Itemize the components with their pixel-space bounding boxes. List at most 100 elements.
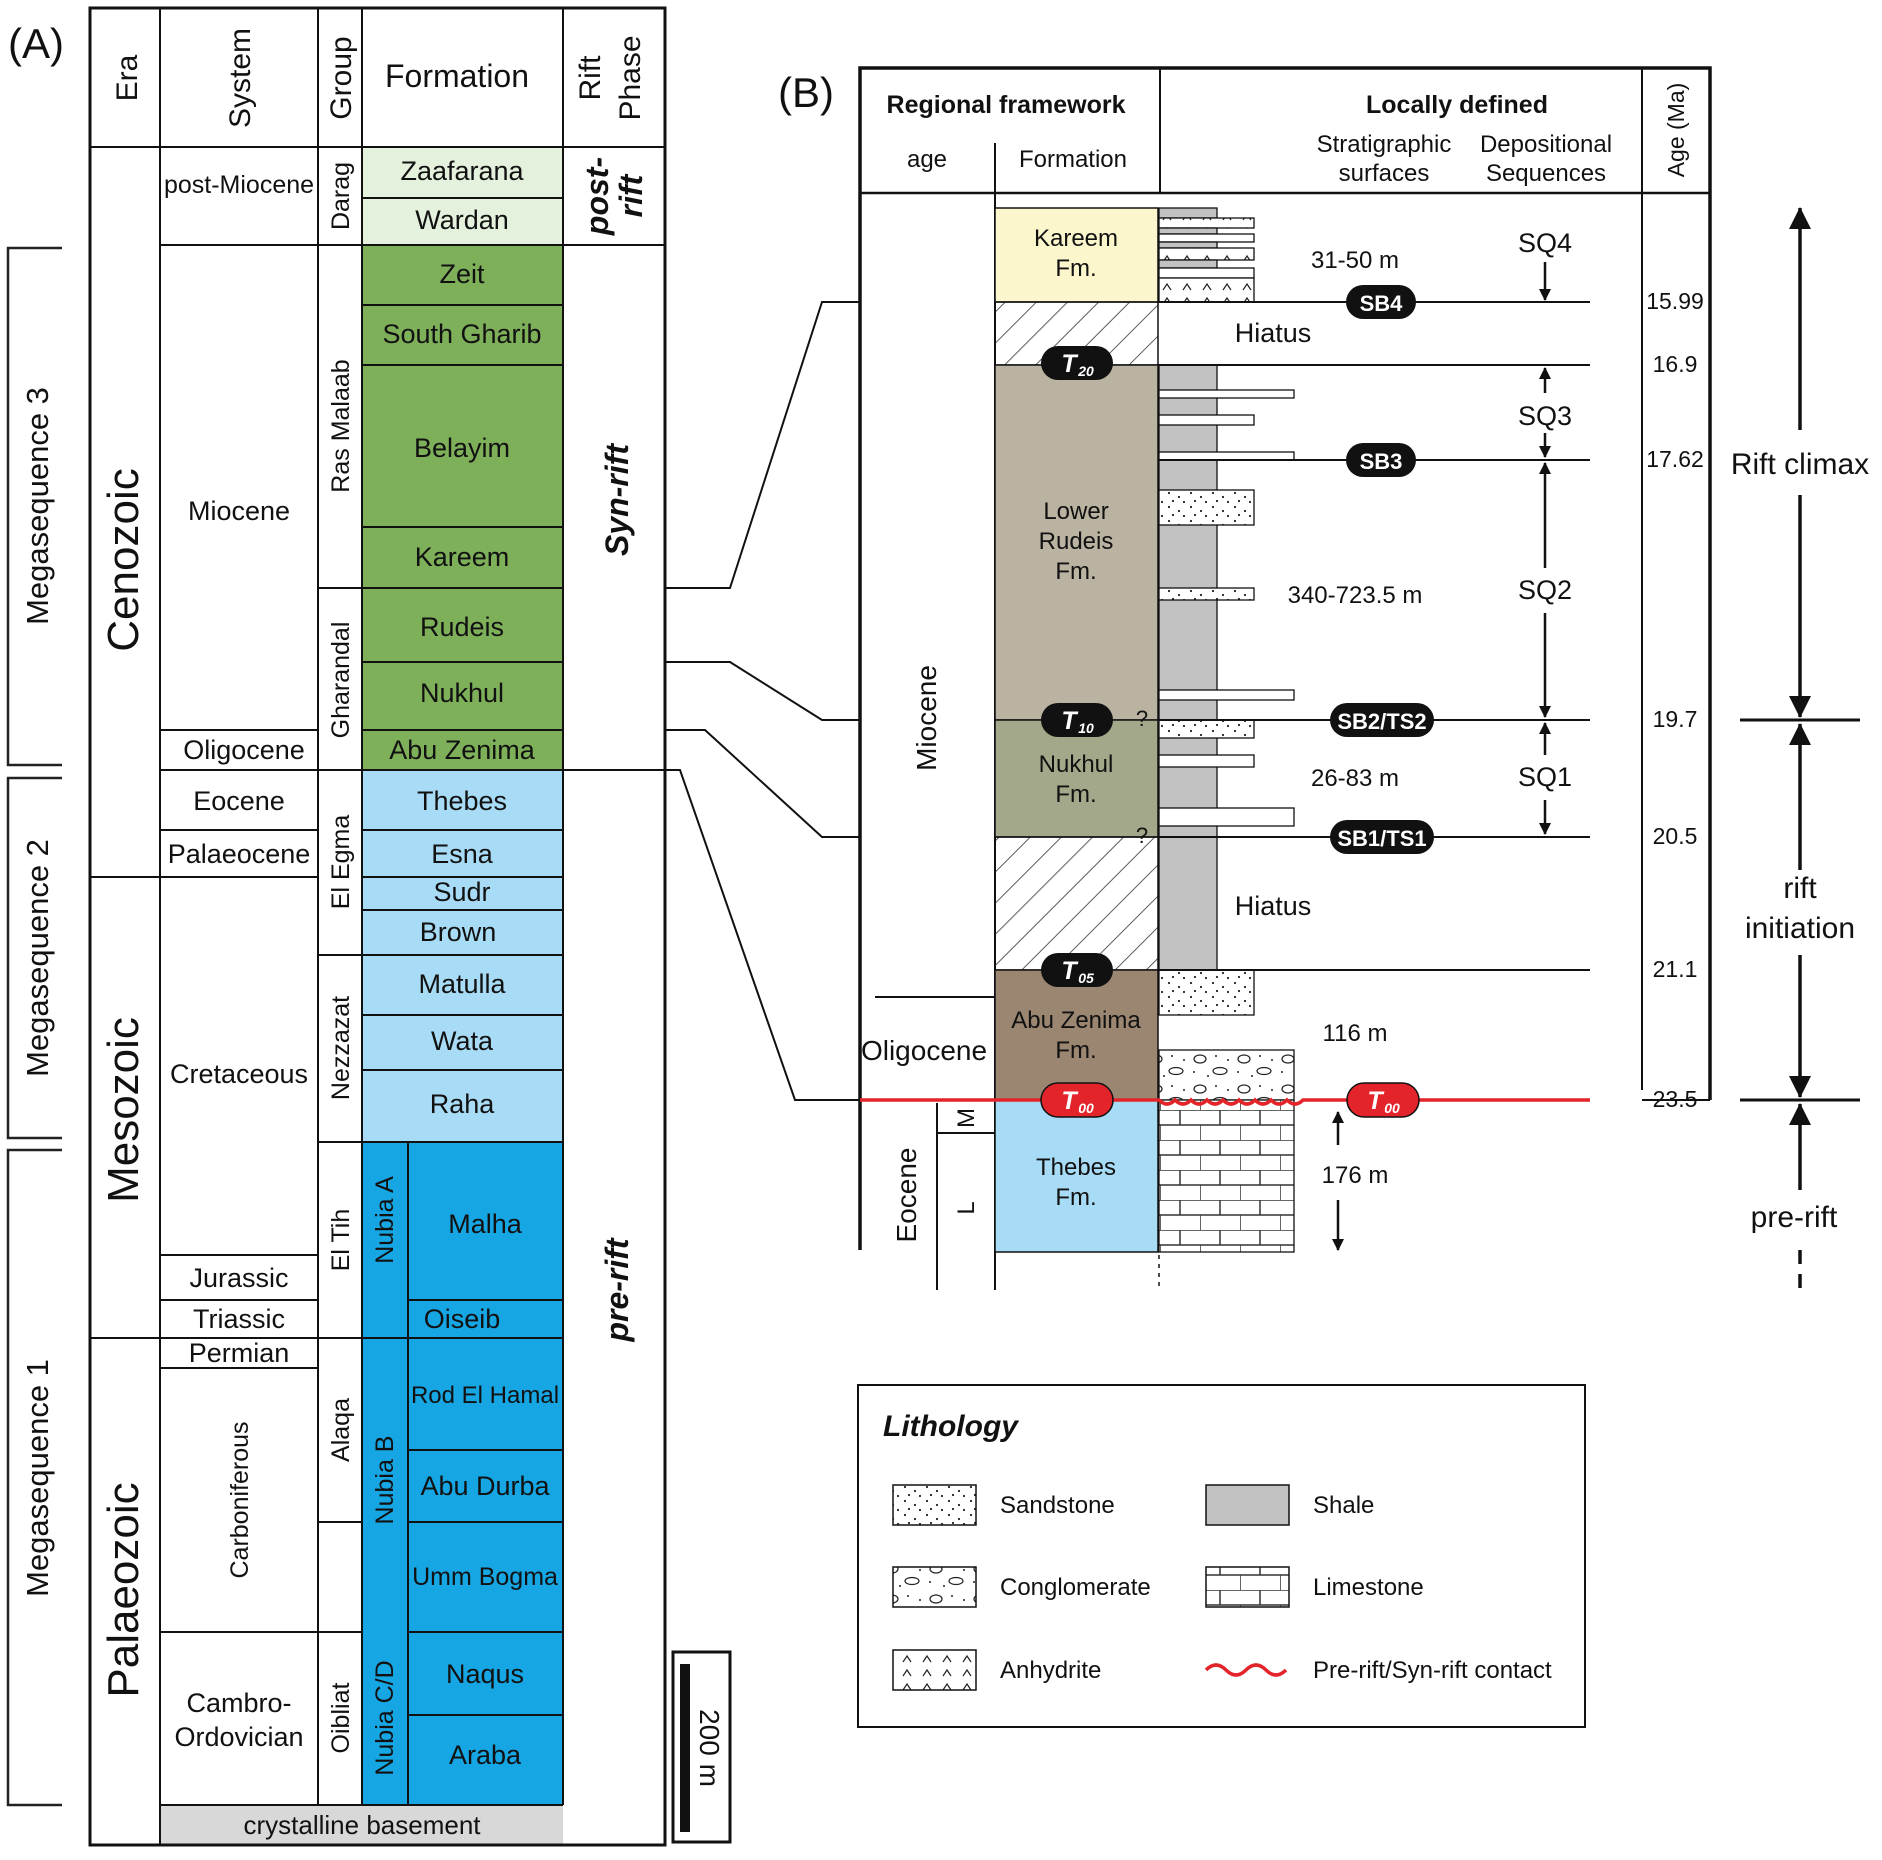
subgroup-nubia-a: Nubia A [371, 1176, 399, 1264]
system-cambro: Cambro- [186, 1688, 291, 1718]
header-group: Group [325, 36, 358, 119]
depositional-sequences: SQ4 SQ3 SQ2 SQ1 [1518, 228, 1572, 792]
crystalline-basement: crystalline basement [244, 1810, 482, 1840]
epochs: Miocene Oligocene Eocene M L [861, 665, 987, 1242]
formation-kareem: Kareem [415, 542, 510, 572]
phase-pre-rift: pre-rift [1751, 1201, 1838, 1234]
system-oligocene: Oligocene [183, 735, 305, 765]
formation-wardan: Wardan [415, 205, 509, 235]
formation-nukhul: Nukhul [420, 678, 504, 708]
rift-phase-post: post- [579, 157, 615, 236]
panel-b-headers: Regional framework age Formation Locally… [887, 83, 1689, 187]
system-eocene: Eocene [193, 786, 285, 816]
group-darag: Darag [327, 162, 355, 230]
column-table-grid [88, 6, 667, 1847]
pre-syn-rift-contact [860, 1097, 1590, 1106]
system-palaeocene: Palaeocene [168, 839, 311, 869]
system-triassic: Triassic [193, 1304, 285, 1334]
surface-lines [1158, 301, 1860, 1102]
system-permian: Permian [189, 1338, 290, 1368]
t00-marker: T 00 [1040, 1082, 1114, 1118]
era-mesozoic: Mesozoic [99, 1017, 148, 1203]
formation-rod-el-hamal: Rod El Hamal [411, 1382, 559, 1409]
question-mark-lower: ? [1136, 823, 1148, 848]
t10-letter: T [1061, 707, 1079, 735]
phase-rift: rift [1783, 872, 1817, 905]
epoch-miocene: Miocene [911, 665, 942, 771]
b-thebes-2: Fm. [1055, 1184, 1096, 1211]
t20-marker: T 20 [1041, 346, 1113, 380]
b-rudeis-1: Lower [1043, 498, 1108, 525]
formation-umm-bogma: Umm Bogma [412, 1563, 558, 1591]
header-age: age [907, 146, 947, 173]
header-dep-1: Depositional [1480, 131, 1612, 158]
panel-b-label: (B) [778, 69, 834, 116]
t00-right-sub: 00 [1384, 1100, 1400, 1116]
era-cenozoic: Cenozoic [99, 468, 148, 651]
hiatus-lower: Hiatus [1235, 891, 1312, 921]
formation-matulla: Matulla [418, 969, 506, 999]
sq2-label: SQ2 [1518, 575, 1572, 605]
b-thebes-1: Thebes [1036, 1154, 1116, 1181]
hiatus-upper: Hiatus [1235, 318, 1312, 348]
header-era: Era [111, 54, 144, 101]
t05-sub: 05 [1078, 970, 1094, 986]
t10-sub: 10 [1078, 720, 1094, 736]
system-jurassic: Jurassic [189, 1263, 288, 1293]
sb1-ts1-badge: SB1/TS1 [1337, 826, 1426, 851]
t-markers: T 20 T 10 T 05 T 00 T 00 [1040, 346, 1420, 1118]
legend-contact-swatch [1204, 1663, 1288, 1677]
ages: 15.99 16.9 17.62 19.7 20.5 21.1 23.5 [1646, 288, 1704, 1112]
epoch-m: M [953, 1108, 980, 1128]
t00-sub: 00 [1078, 1100, 1094, 1116]
t00-letter: T [1061, 1087, 1079, 1115]
formation-esna: Esna [431, 839, 494, 869]
legend-sandstone: Sandstone [1000, 1492, 1115, 1519]
subgroup-nubia-b: Nubia B [371, 1436, 399, 1525]
b-nukhul-1: Nukhul [1039, 751, 1114, 778]
lithology-legend: Lithology Sandstone Shale Conglomerate L… [857, 1384, 1586, 1728]
formations: Zaafarana Wardan Zeit South Gharib Belay… [382, 156, 559, 1770]
age-20-5: 20.5 [1653, 823, 1698, 849]
formation-fills [160, 147, 563, 1845]
group-ras-malaab: Ras Malaab [327, 359, 355, 492]
system-ordovician: Ordovician [174, 1722, 303, 1752]
rift-phase-labels-b: Rift climax rift initiation pre-rift [1731, 448, 1869, 1234]
age-23-5: 23.5 [1653, 1086, 1698, 1112]
panel-a-headers: Era System Group Formation Rift Phase [111, 28, 647, 128]
rift-phases: post- rift Syn-rift pre-rift [579, 157, 649, 1343]
thicknesses: 31-50 m 340-723.5 m 26-83 m 116 m 176 m [1288, 247, 1423, 1189]
epoch-l: L [953, 1201, 980, 1214]
formation-araba: Araba [449, 1740, 522, 1770]
scale-bar-label: 200 m [694, 1709, 725, 1787]
legend-limestone-swatch [1205, 1566, 1290, 1608]
phase-initiation: initiation [1745, 912, 1855, 945]
formation-south-gharib: South Gharib [382, 319, 541, 349]
t00-marker-right: T 00 [1346, 1082, 1420, 1118]
sq4-label: SQ4 [1518, 228, 1572, 258]
rift-phase-rift: rift [613, 173, 649, 217]
systems: post-Miocene Miocene Oligocene Eocene Pa… [164, 171, 481, 1840]
legend-contact: Pre-rift/Syn-rift contact [1313, 1657, 1552, 1684]
header-rift: Rift [574, 55, 607, 101]
t10-marker: T 10 [1041, 703, 1113, 737]
thickness-abu-zenima: 116 m [1323, 1020, 1388, 1047]
t20-letter: T [1061, 350, 1079, 378]
thickness-rudeis: 340-723.5 m [1288, 582, 1423, 609]
megasequence-2-label: Megasequence 2 [20, 839, 55, 1077]
formation-column-labels: Kareem Fm. Lower Rudeis Fm. Nukhul Fm. A… [1011, 225, 1141, 1211]
age-17-62: 17.62 [1646, 446, 1704, 472]
epoch-eocene: Eocene [891, 1148, 922, 1243]
legend-anhydrite: Anhydrite [1000, 1657, 1101, 1684]
sq3-label: SQ3 [1518, 401, 1572, 431]
lithology-column [1158, 207, 1295, 1253]
epoch-oligocene: Oligocene [861, 1035, 987, 1066]
age-19-7: 19.7 [1653, 706, 1698, 732]
legend-conglomerate-swatch [892, 1566, 977, 1608]
sq1-label: SQ1 [1518, 762, 1572, 792]
system-post-miocene: post-Miocene [164, 171, 314, 199]
megasequence-brackets [6, 246, 62, 1807]
header-formation-b: Formation [1019, 146, 1127, 173]
b-rudeis-2: Rudeis [1039, 528, 1114, 555]
header-strat-2: surfaces [1339, 160, 1430, 187]
